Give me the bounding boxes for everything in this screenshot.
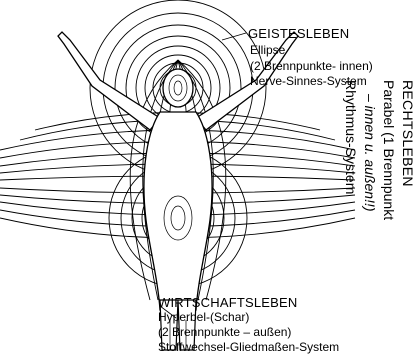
geistesleben-line2: (2 Brennpunkte- innen) xyxy=(250,60,373,72)
wirtschaftsleben-line2: (2 Brennpunkte – außen) xyxy=(158,326,291,338)
wirtschaftsleben-line1: Hyperbel-(Schar) xyxy=(158,311,249,323)
rechtsleben-line1: Parabel (1 Brennpunkt xyxy=(382,80,396,220)
rechtsleben-title: RECHTSLEBEN xyxy=(401,80,415,187)
geistesleben-line1: Ellipse xyxy=(250,44,285,56)
rechtsleben-line3: Rhythmus-System xyxy=(344,80,358,194)
geistesleben-title: GEISTESLEBEN xyxy=(248,27,349,40)
wirtschaftsleben-title: WIRTSCHAFTSLEBEN xyxy=(158,296,297,309)
wirtschaftsleben-line3: Stoffwechsel-Gliedmaßen-System xyxy=(158,341,339,353)
rechtsleben-line2: – innen u. außen!!) xyxy=(363,94,377,212)
